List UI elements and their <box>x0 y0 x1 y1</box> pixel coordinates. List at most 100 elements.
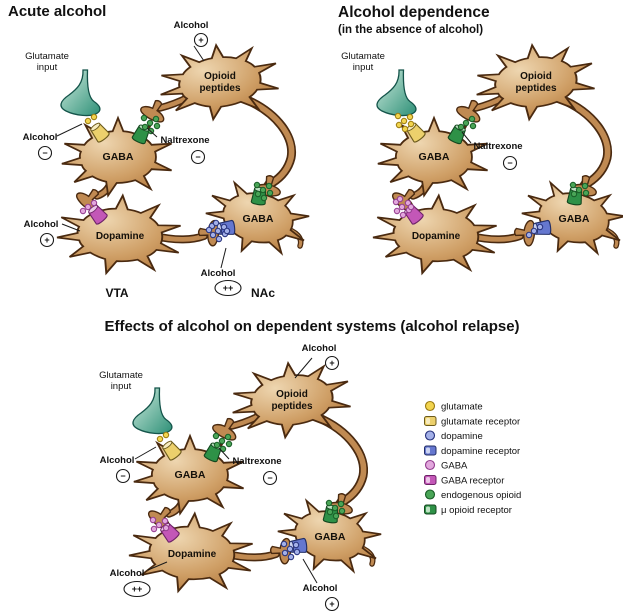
molecule-dot <box>260 194 268 202</box>
molecule-dot <box>209 231 217 239</box>
molecule-dot <box>530 227 538 235</box>
region-label-vta: VTA <box>105 286 128 300</box>
legend-item: glutamate <box>424 400 483 413</box>
alcohol-label-opioid: Alcohol <box>174 20 209 31</box>
molecules-glutamate <box>156 431 170 443</box>
legend-item: dopamine <box>424 430 483 442</box>
glutamate-receptor-swatch-icon <box>424 416 437 426</box>
svg-text:−: − <box>120 471 125 481</box>
neuron-label-dopamine: Dopamine <box>96 231 145 242</box>
svg-text:GABA receptor: GABA receptor <box>441 476 504 487</box>
molecule-dot <box>265 182 273 190</box>
legend: glutamate glutamate receptor dopamine do… <box>424 400 521 516</box>
endogenous-opioid-swatch-icon <box>424 489 436 500</box>
molecule-dot <box>570 190 578 198</box>
molecules-dopamine-nac <box>205 219 231 243</box>
neuron-label-dopamine: Dopamine <box>412 231 461 242</box>
molecule-dot <box>150 525 158 533</box>
sign-badge: − <box>502 155 518 171</box>
svg-text:GABA: GABA <box>441 461 468 472</box>
molecule-dot <box>218 437 226 445</box>
molecule-dot <box>162 524 170 532</box>
neuron-label-gaba-vta: GABA <box>175 469 206 481</box>
sign-badge: − <box>190 149 206 165</box>
molecule-dot <box>90 199 98 207</box>
molecule-dot <box>280 540 288 548</box>
svg-text:+: + <box>198 35 203 45</box>
molecule-dot <box>575 186 583 194</box>
mu-opioid-receptor-swatch-icon <box>424 504 437 515</box>
molecule-dot <box>254 190 262 198</box>
sign-badge: + <box>324 355 340 371</box>
molecule-dot <box>152 115 160 123</box>
alcohol-label-gaba: Alcohol <box>23 132 58 143</box>
molecule-dot <box>215 235 223 243</box>
molecule-dot <box>84 117 92 125</box>
sign-badge: + <box>193 32 209 48</box>
molecules-dopamine-nac <box>280 540 301 561</box>
svg-text:−: − <box>267 473 272 483</box>
molecule-dot <box>395 121 403 129</box>
molecule-dot <box>146 119 154 127</box>
molecule-dot <box>398 203 406 211</box>
molecule-dot <box>407 120 415 128</box>
neuron-label-gaba-nac: GABA <box>559 213 590 225</box>
molecule-dot <box>287 553 295 561</box>
molecule-dot <box>153 122 161 130</box>
alcohol-label-dopamine: Alcohol <box>24 219 59 230</box>
sign-badge: − <box>115 468 131 484</box>
panel-title-acute: Acute alcohol <box>8 3 106 20</box>
naltrexone-label: Naltrexone <box>473 141 522 152</box>
svg-text:−: − <box>507 158 512 168</box>
molecule-dot <box>149 516 157 524</box>
naltrexone-label: Naltrexone <box>232 456 281 467</box>
molecule-dot <box>286 545 294 553</box>
legend-item: endogenous opioid <box>424 489 521 501</box>
molecule-dot <box>141 123 149 131</box>
svg-text:−: − <box>195 152 200 162</box>
neuron-label-gaba-nac: GABA <box>315 531 346 543</box>
glutamate-input-label: input <box>353 62 374 73</box>
alcohol-label-dopamine: Alcohol <box>110 568 145 579</box>
molecules-gaba <box>79 199 98 215</box>
panel-acute: Acute alcohol Glutamate input GABA Opioi… <box>8 3 314 300</box>
svg-text:μ opioid receptor: μ opioid receptor <box>441 505 512 516</box>
alcohol-label-nac: Alcohol <box>303 583 338 594</box>
legend-item: GABA <box>424 459 468 472</box>
svg-text:+: + <box>329 358 334 368</box>
naltrexone-label: Naltrexone <box>160 135 209 146</box>
molecule-dot <box>536 223 544 231</box>
molecule-dot <box>469 122 477 130</box>
molecules-dopamine-nac <box>525 223 544 239</box>
molecule-dot <box>406 113 414 121</box>
sign-badge: − <box>262 470 278 486</box>
legend-item: glutamate receptor <box>424 416 520 428</box>
molecule-dot <box>266 189 274 197</box>
molecule-dot <box>162 431 170 439</box>
molecule-dot <box>581 182 589 190</box>
molecule-dot <box>394 112 402 120</box>
svg-text:+: + <box>329 599 334 609</box>
sign-badge: + <box>39 232 55 248</box>
neuron-label-opioid: peptides <box>271 401 313 412</box>
molecule-dot <box>332 512 340 520</box>
glutamate-input-label: input <box>111 381 132 392</box>
neuron-label-opioid: Opioid <box>276 389 308 400</box>
neuron-label-opioid: peptides <box>199 83 241 94</box>
svg-text:glutamate receptor: glutamate receptor <box>441 417 520 428</box>
legend-item: dopamine receptor <box>424 445 520 457</box>
svg-text:glutamate: glutamate <box>441 402 483 413</box>
glutamate-input-label: Glutamate <box>99 370 143 381</box>
molecule-dot <box>213 441 221 449</box>
legend-item: GABA receptor <box>424 475 504 487</box>
molecule-dot <box>468 115 476 123</box>
glutamate-input-label: Glutamate <box>25 51 69 62</box>
alcohol-label-nac: Alcohol <box>201 268 236 279</box>
molecules-glutamate <box>84 113 98 125</box>
molecule-dot <box>525 231 533 239</box>
molecule-dot <box>214 227 222 235</box>
neuron-label-gaba-vta: GABA <box>419 151 450 163</box>
molecule-dot <box>393 207 401 215</box>
molecule-dot <box>224 433 232 441</box>
